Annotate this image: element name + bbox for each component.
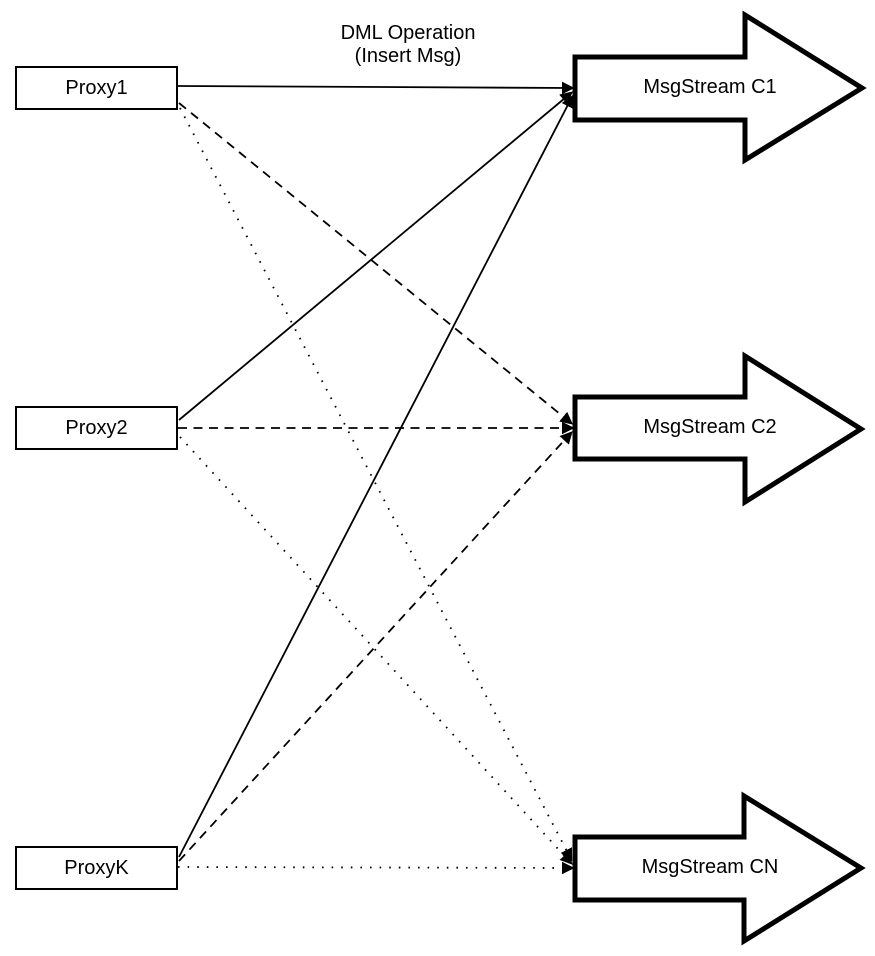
node-proxy2-label: Proxy2 — [65, 416, 128, 439]
edge-proxy2-msgstream-cn — [179, 436, 573, 865]
edge-proxy1-msgstream-cn — [179, 107, 573, 862]
diagram-title: DML Operation (Insert Msg) — [303, 22, 513, 68]
node-proxyk: ProxyK — [15, 846, 178, 890]
msgstream-c2-arrow-shape — [572, 351, 866, 507]
edge-proxyk-msgstream-cn — [177, 861, 575, 875]
edge-proxyk-msgstream-c1 — [178, 94, 574, 858]
msgstream-c1-arrow-shape — [572, 10, 867, 165]
msgstream-cn-arrow-shape — [572, 791, 866, 946]
edge-proxy2-msgstream-c1 — [178, 91, 573, 421]
node-msgstream-c2-label: MsgStream C2 — [643, 416, 777, 438]
edge-proxy1-msgstream-c2 — [178, 102, 573, 425]
node-proxyk-label: ProxyK — [64, 856, 129, 879]
node-msgstream-cn-label: MsgStream CN — [641, 856, 779, 878]
edge-proxy1-msgstream-c1 — [177, 81, 575, 95]
edge-proxyk-msgstream-c2 — [178, 431, 573, 862]
node-proxy1: Proxy1 — [15, 66, 178, 110]
node-proxy2: Proxy2 — [15, 406, 178, 450]
node-proxy1-label: Proxy1 — [65, 76, 128, 99]
title-line-2: (Insert Msg) — [354, 45, 462, 67]
node-msgstream-c1-label: MsgStream C1 — [643, 76, 777, 98]
title-line-1: DML Operation — [340, 22, 476, 44]
